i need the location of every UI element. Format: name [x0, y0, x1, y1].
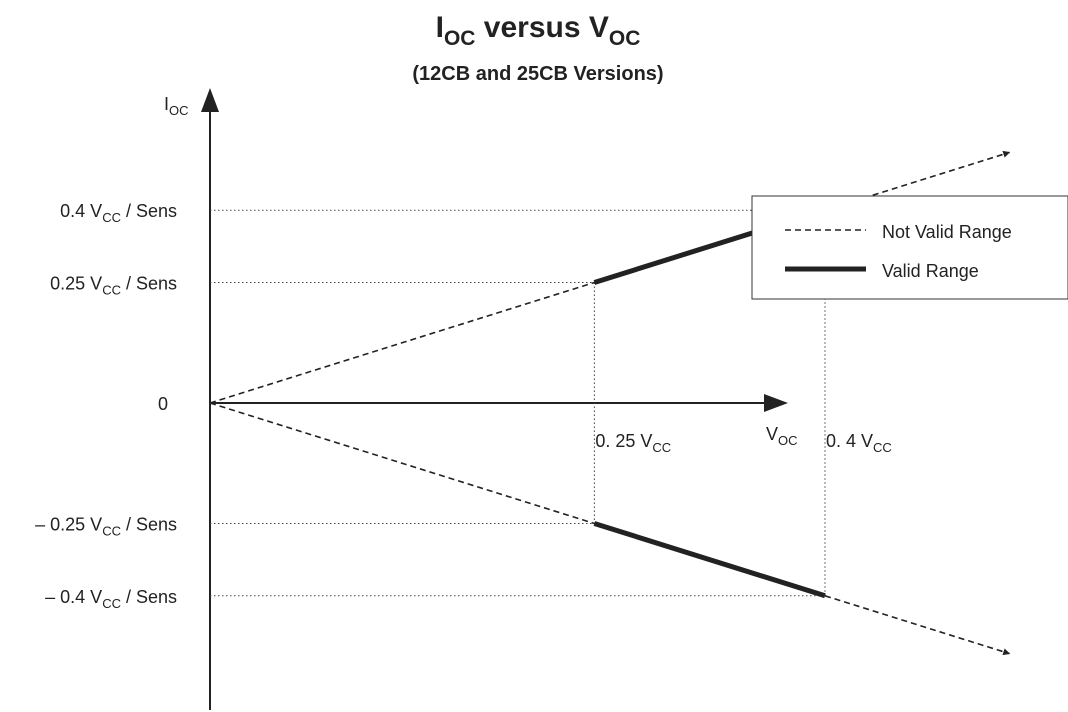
valid-range-line [593, 521, 826, 599]
not-valid-range-line [824, 595, 1011, 656]
legend: Not Valid Range Valid Range [751, 195, 1068, 300]
y-tick-label: 0.25 VCC / Sens [50, 274, 177, 298]
y-tick-label: 0.4 VCC / Sens [60, 201, 177, 225]
x-axis-label: VOC [766, 424, 798, 448]
y-axis-arrow-icon [201, 88, 219, 112]
chart-title: IOC versus VOC [436, 11, 641, 50]
legend-box [751, 195, 1068, 300]
guide-lines [210, 209, 826, 597]
not-valid-range-line [209, 402, 595, 525]
x-tick-label: 0. 25 VCC [595, 431, 671, 455]
y-tick-label: – 0.25 VCC / Sens [35, 515, 177, 539]
x-axis-arrow-icon [764, 394, 788, 412]
x-tick-labels: 0. 25 VCC 0. 4 VCC [595, 431, 891, 455]
chart-subtitle: (12CB and 25CB Versions) [412, 63, 663, 85]
y-axis-label: IOC [164, 94, 189, 118]
y-tick-labels: 0.4 VCC / Sens 0.25 VCC / Sens 0 – 0.25 VCC… [35, 201, 177, 611]
y-tick-label: 0 [158, 394, 168, 414]
legend-label-valid: Valid Range [882, 261, 979, 281]
legend-label-not-valid: Not Valid Range [882, 222, 1012, 242]
y-tick-label: – 0.4 VCC / Sens [45, 587, 177, 611]
x-tick-label: 0. 4 VCC [826, 431, 892, 455]
not-valid-range-line [209, 281, 595, 404]
